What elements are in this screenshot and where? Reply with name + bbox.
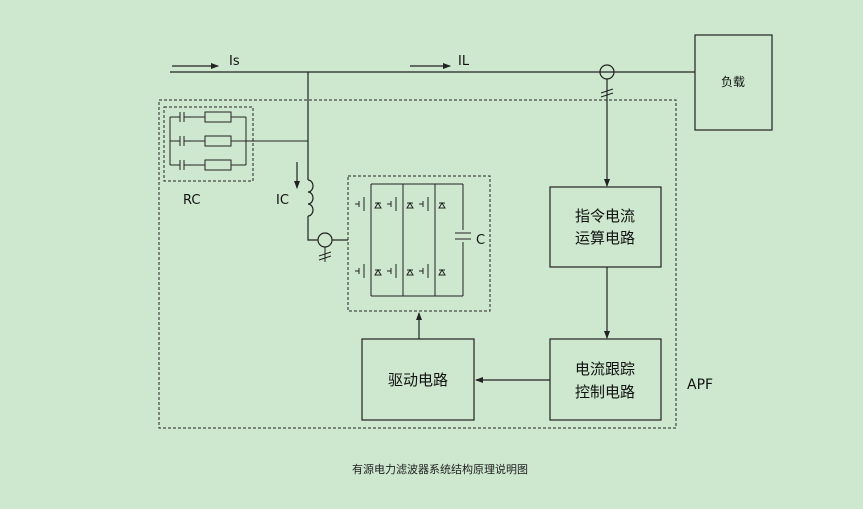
command-current-box	[549, 186, 662, 268]
inductor	[307, 179, 314, 217]
ic-label: IC	[276, 193, 289, 208]
inductor-to-sensor	[307, 216, 318, 241]
inverter-boundary	[347, 175, 491, 312]
command-current-line1: 指令电流	[575, 207, 635, 225]
rc-group-boundary	[163, 106, 254, 182]
load-label: 负载	[721, 75, 745, 89]
tracking-control-line2: 控制电路	[575, 383, 635, 401]
tracking-control-box	[549, 338, 662, 421]
command-current-line2: 运算电路	[575, 229, 635, 247]
load-box	[694, 34, 773, 131]
is-label: Is	[229, 54, 240, 69]
rc-label: RC	[183, 193, 200, 208]
capacitor-label: C	[476, 233, 485, 248]
comp-sensor-hatch	[318, 251, 332, 261]
apf-boundary	[158, 99, 677, 429]
figure-caption: 有源电力滤波器系统结构原理说明图	[352, 462, 528, 476]
rc-branches	[169, 111, 308, 171]
tracking-control-line1: 电流跟踪	[575, 360, 635, 378]
comp-current-sensor	[317, 232, 333, 248]
igbt-bridge	[355, 183, 471, 297]
drive-circuit-label: 驱动电路	[388, 371, 448, 389]
sensor-hatch	[600, 88, 614, 98]
apf-label: APF	[687, 377, 713, 393]
il-label: IL	[458, 54, 470, 69]
drive-circuit-box	[361, 338, 475, 421]
